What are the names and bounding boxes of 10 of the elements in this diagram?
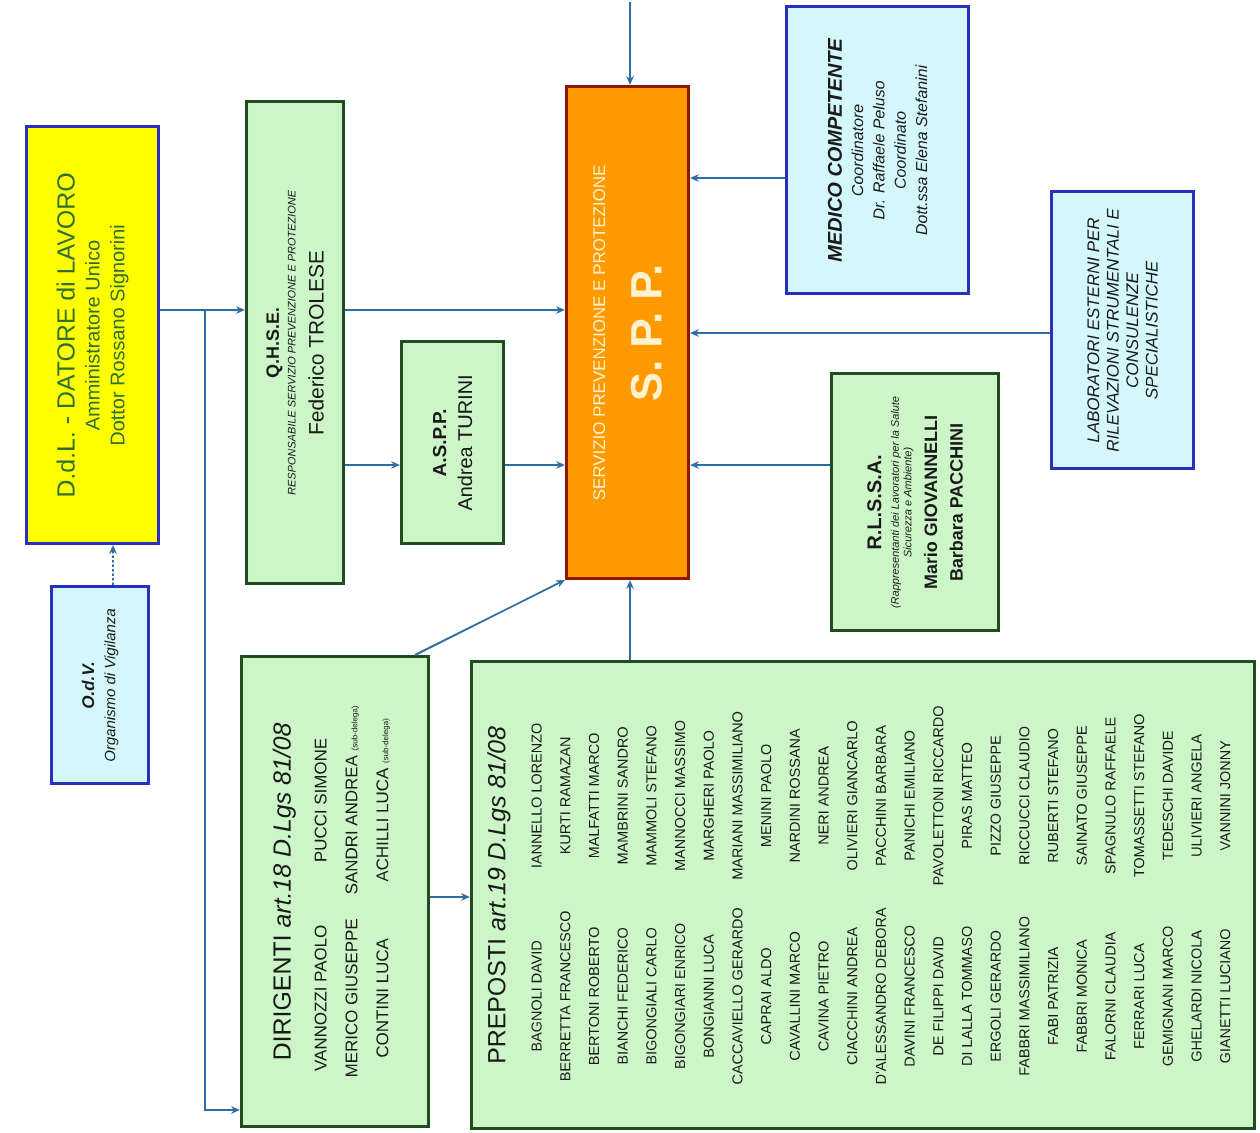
role-box: R.L.S.S.A. (Rappresentanti dei Lavoratori per la Salute Sicurezza e Ambiente) Mario GIOVANNELLI Barbara PACCHINI (830, 372, 1000, 632)
role-box: D.d.L. - DATORE di LAVORO Amministratore Unico Dottor Rossano Signorini (25, 125, 160, 545)
role-box: Q.H.S.E. RESPONSABILE SERVIZIO PREVENZIONE E PROTEZIONE Federico TROLESE (245, 100, 345, 585)
arrow (414, 580, 565, 656)
role-box: A.S.P.P. Andrea TURINI (400, 340, 505, 545)
service-box: SERVIZIO PREVENZIONE E PROTEZIONE S. P. P. (565, 85, 690, 580)
role-box: LABORATORI ESTERNI PER RILEVAZIONI STRUMENTALI E CONSULENZE SPECIALISTICHE (1050, 190, 1195, 470)
staff-list-box: PREPOSTI art.19 D.Lgs 81/08 BAGNOLI DAVID IANNELLO LORENZO BERRETTA FRANCESCO KURTI RAMAZAN BERTONI ROBERTO MALFATTI MARCO BIANCHI FEDERICO MAMBRINI SANDRO BIGONGIALI CARLO MAMMOLI STEFANO BIGONGIARI ENRICO MANNOCCI MASSIMO BONGIANNI LUCA MARGHERI PAOLO CACCAVIELLO GERARDO MARIANI MASSIMILIANO CAPRAI ALDO MENINI PAOLO CAVALLINI MARCO NARDINI ROSSANA CAVINA PIETRO NERI ANDREA CIACCHINI ANDREA OLIVIERI GIANCARLO D'ALESSANDRO DEBORA PACCHINI BARBARA DAVINI FRANCESCO PANICHI EMILIANO DE FILIPPI DAVID PAVOLETTONI RICCARDO DI LALLA TOMMASO PIRAS MATTEO ERGOLI GERARDO PIZZO GIUSEPPE FABBRI MASSIMILIANO RICCUCCI CLAUDIO FABI PATRIZIA RUBERTI STEFANO FABBRI MONICA SAINATO GIUSEPPE FALORNI CLAUDIA SPAGNULO RAFFAELE FERRARI LUCA TOMASSETTI STEFANO GEMIGNANI MARCO TEDESCHI DAVIDE GHELARDI NICOLA ULIVIERI ANGELA GIANETTI LUCIANO VANNINI JONNY (470, 660, 1256, 1130)
role-box: MEDICO COMPETENTE Coordinatore Dr. Raffaele Peluso Coordinato Dott.ssa Elena Stefanini (785, 5, 970, 295)
role-box: O.d.V. Organismo di Vigilanza (50, 585, 150, 785)
